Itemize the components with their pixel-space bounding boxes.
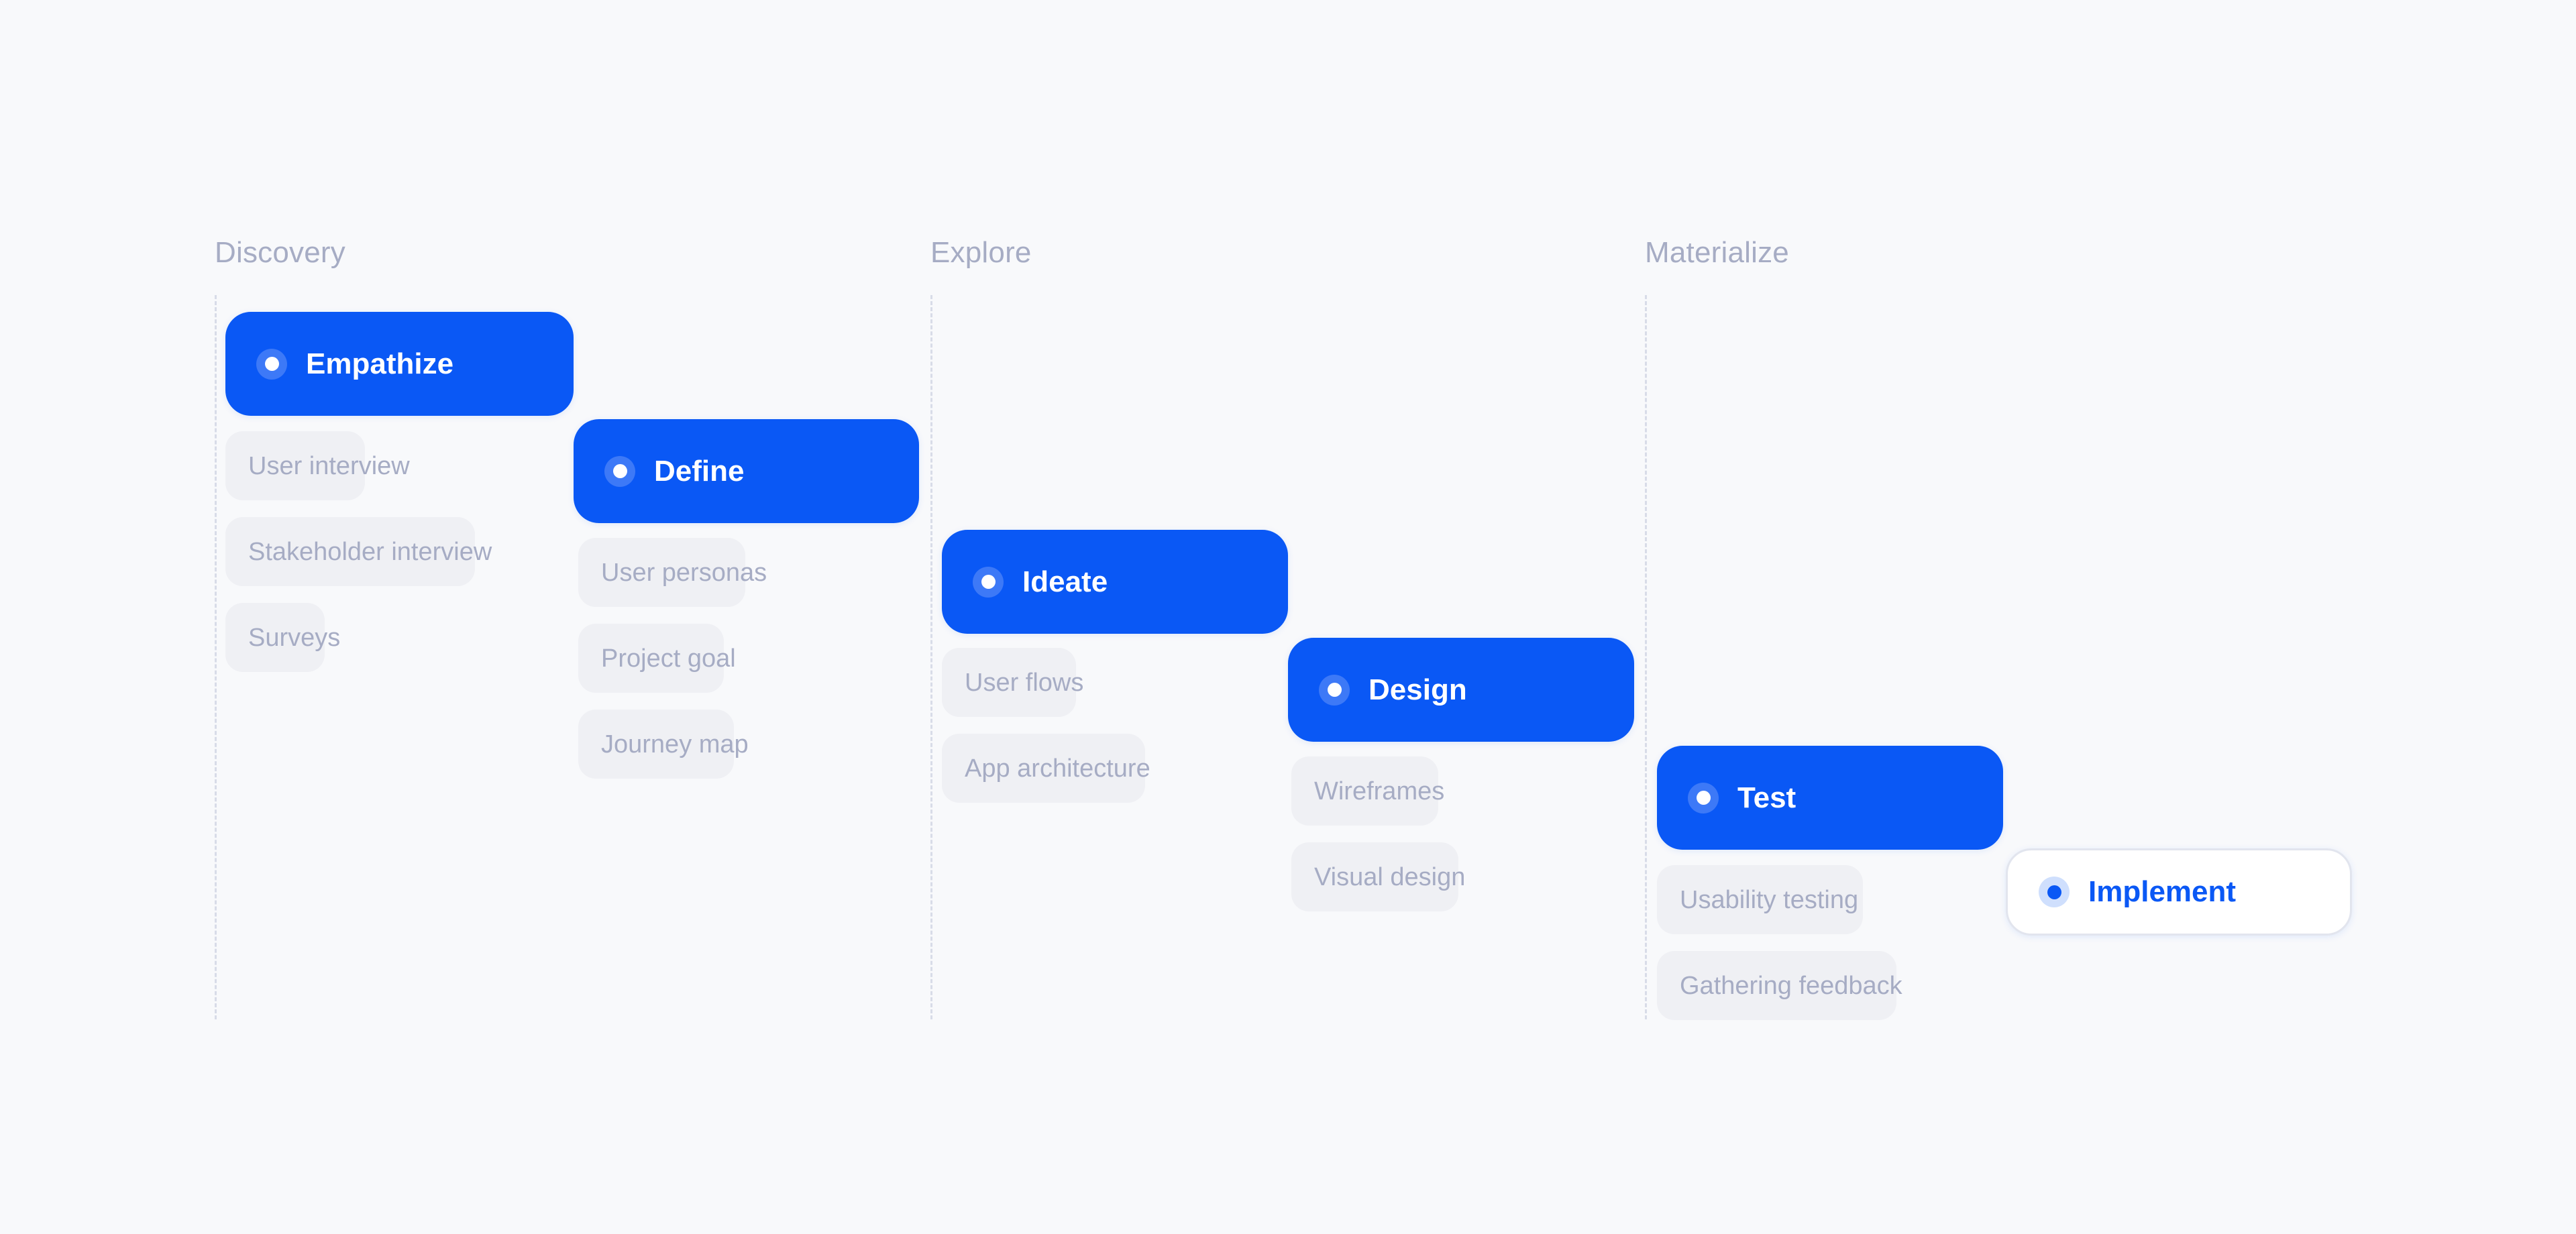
radio-dot: [1696, 791, 1711, 805]
task-chip[interactable]: Usability testing: [1657, 865, 1863, 934]
column-header-discovery: Discovery: [215, 236, 345, 269]
task-chip[interactable]: App architecture: [942, 734, 1150, 803]
task-label: Surveys: [248, 623, 341, 652]
task-label: App architecture: [965, 754, 1150, 783]
radio-dot: [612, 464, 627, 478]
radio-dot: [981, 575, 996, 589]
stage-label: Define: [654, 454, 745, 488]
stage-label: Test: [1737, 781, 1796, 814]
task-label: User personas: [601, 558, 767, 587]
radio-selected-icon[interactable]: [256, 348, 287, 380]
radio-selected-icon[interactable]: [2039, 877, 2070, 907]
task-label: Wireframes: [1314, 777, 1445, 805]
column-header-explore: Explore: [930, 236, 1032, 269]
stage-pill-ideate[interactable]: Ideate: [942, 530, 1288, 634]
task-chip[interactable]: Stakeholder interview: [225, 517, 492, 586]
task-chip[interactable]: User flows: [942, 648, 1083, 717]
task-chip[interactable]: User personas: [578, 538, 767, 607]
task-label: Gathering feedback: [1680, 971, 1902, 1000]
task-chip[interactable]: User interview: [225, 431, 410, 500]
task-chip[interactable]: Gathering feedback: [1657, 951, 1902, 1020]
task-label: Stakeholder interview: [248, 537, 492, 566]
task-chip[interactable]: Wireframes: [1291, 756, 1444, 826]
radio-dot: [264, 357, 279, 371]
column-divider-materialize: [1645, 295, 1647, 1019]
task-label: User interview: [248, 451, 410, 480]
column-divider-explore: [930, 295, 932, 1019]
stage-label: Design: [1368, 673, 1467, 706]
task-label: Usability testing: [1680, 885, 1859, 914]
task-chip[interactable]: Visual design: [1291, 842, 1465, 911]
radio-selected-icon[interactable]: [1688, 782, 1719, 814]
task-label: Project goal: [601, 644, 736, 673]
stage-label: Ideate: [1022, 565, 1108, 598]
radio-selected-icon[interactable]: [604, 455, 635, 487]
stage-pill-implement[interactable]: Implement: [2006, 848, 2352, 936]
stage-label: Empathize: [306, 347, 454, 380]
column-header-materialize: Materialize: [1645, 236, 1789, 269]
stage-pill-design[interactable]: Design: [1288, 638, 1634, 742]
task-label: User flows: [965, 668, 1084, 697]
task-label: Visual design: [1314, 862, 1466, 891]
task-chip[interactable]: Surveys: [225, 603, 340, 672]
radio-dot: [2047, 885, 2061, 899]
column-divider-discovery: [215, 295, 217, 1019]
stage-pill-define[interactable]: Define: [574, 419, 919, 523]
radio-dot: [1327, 683, 1342, 697]
task-chip[interactable]: Project goal: [578, 624, 736, 693]
stage-label: Implement: [2088, 875, 2237, 908]
task-label: Journey map: [601, 730, 749, 759]
stage-pill-empathize[interactable]: Empathize: [225, 312, 574, 416]
radio-selected-icon[interactable]: [973, 566, 1004, 598]
radio-selected-icon[interactable]: [1319, 674, 1350, 706]
stage-pill-test[interactable]: Test: [1657, 746, 2003, 850]
task-chip[interactable]: Journey map: [578, 710, 749, 779]
